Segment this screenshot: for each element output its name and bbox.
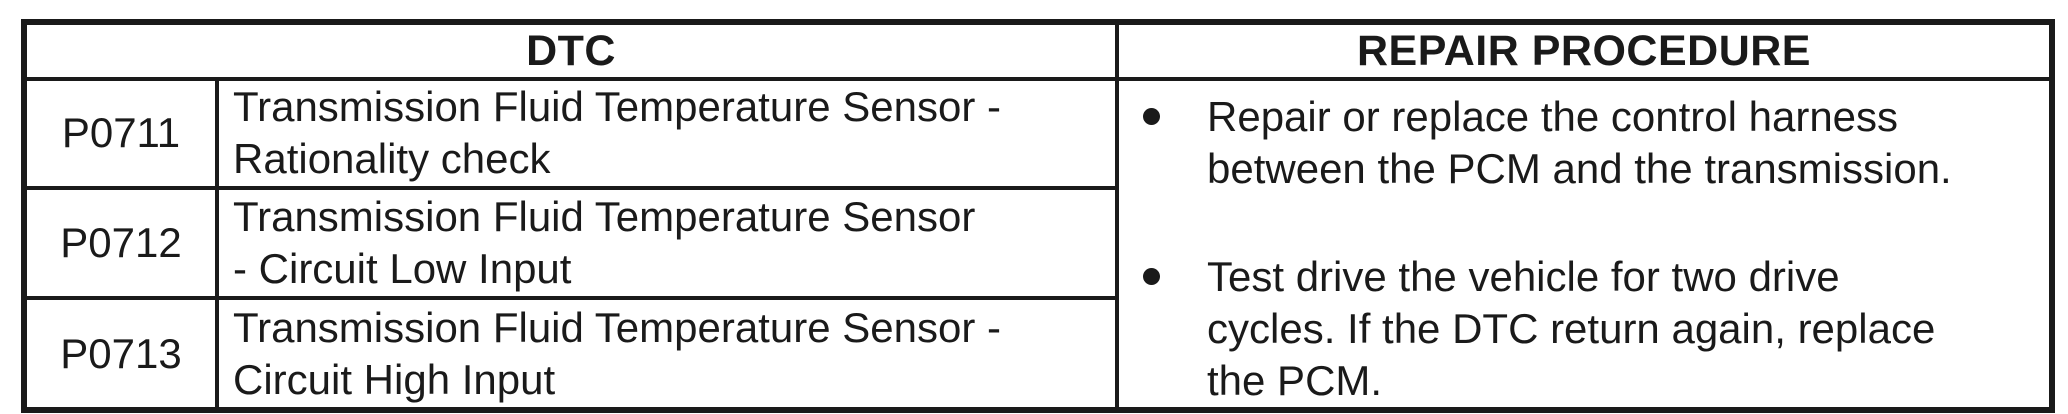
- dtc-code-p0712: P0712: [22, 185, 219, 301]
- dtc-description-p0713: Transmission Fluid Temperature Sensor - …: [215, 296, 1119, 412]
- dtc-description-p0712: Transmission Fluid Temperature Sensor - …: [215, 185, 1119, 301]
- table-row: P0711 Transmission Fluid Temperature Sen…: [22, 77, 2054, 412]
- bullet-icon: [1143, 268, 1160, 285]
- repair-procedure-column-header: REPAIR PROCEDURE: [1115, 20, 2054, 81]
- dtc-code-p0713: P0713: [22, 296, 219, 412]
- table-header-row: DTC REPAIR PROCEDURE: [22, 20, 2054, 81]
- dtc-repair-table: DTC REPAIR PROCEDURE P0711 Transmission …: [21, 19, 2055, 413]
- repair-step: Test drive the vehicle for two drive cyc…: [1121, 251, 2039, 406]
- table-row: P0712 Transmission Fluid Temperature Sen…: [22, 185, 2052, 301]
- dtc-column-header: DTC: [22, 20, 1119, 81]
- repair-step-text: Repair or replace the control harness be…: [1207, 93, 1952, 192]
- dtc-description-p0711: Transmission Fluid Temperature Sensor - …: [215, 77, 1119, 190]
- repair-steps-list: Repair or replace the control harness be…: [1121, 91, 2039, 406]
- repair-step: Repair or replace the control harness be…: [1121, 91, 2039, 195]
- repair-step-text: Test drive the vehicle for two drive cyc…: [1207, 253, 1936, 404]
- repair-procedure-cell: Repair or replace the control harness be…: [1115, 77, 2054, 412]
- dtc-code-p0711: P0711: [22, 77, 219, 190]
- table-row: P0713 Transmission Fluid Temperature Sen…: [22, 296, 2052, 412]
- bullet-icon: [1143, 108, 1160, 125]
